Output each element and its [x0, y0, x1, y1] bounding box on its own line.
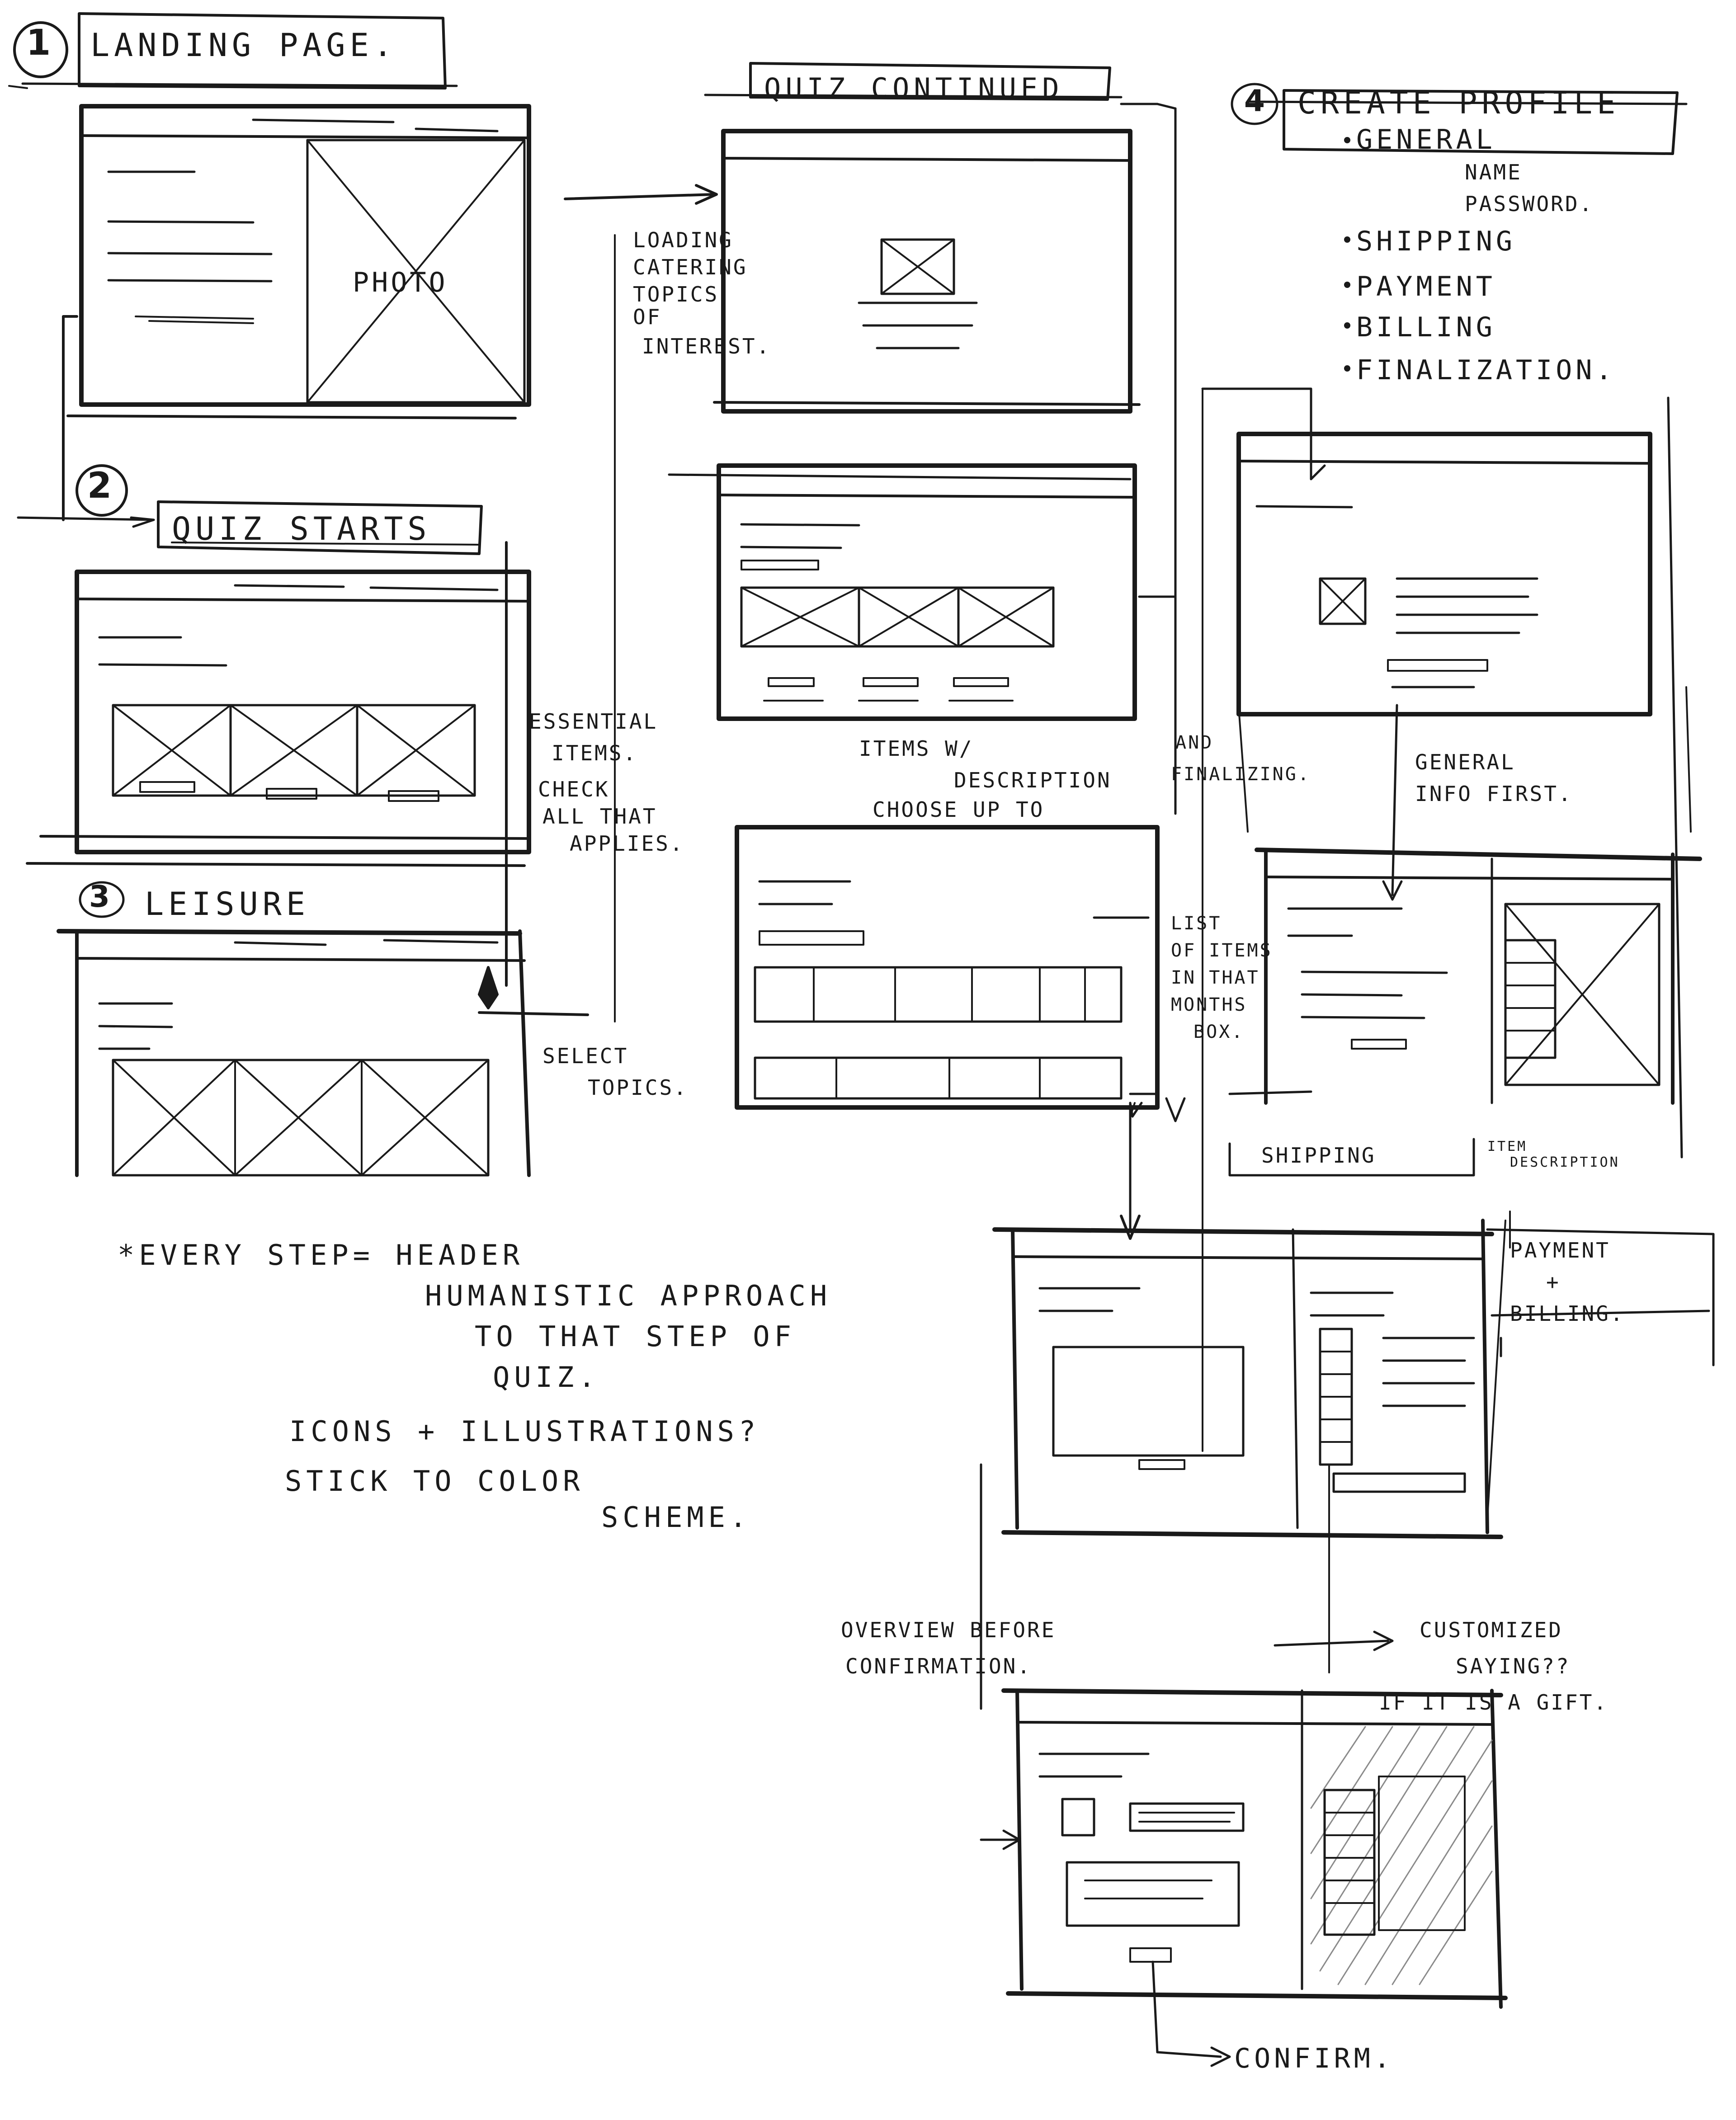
profile-item-shipping: SHIPPING: [1356, 226, 1516, 257]
annotation-line: INTEREST.: [642, 334, 771, 358]
wireframe-quiz-starts: [17, 500, 531, 867]
wireframe-payment-billing: [980, 1102, 1715, 1710]
annotation-line: OF: [633, 305, 662, 329]
profile-item-finalization: FINALIZATION.: [1356, 354, 1616, 386]
annotation-line: ITEMS W/: [859, 736, 974, 761]
step-number-3-circle: [79, 881, 125, 918]
annotation-line: BOX.: [1194, 1022, 1245, 1042]
annotation-line: AND: [1175, 732, 1214, 753]
header-leisure: LEISURE: [145, 886, 310, 923]
note-line: QUIZ.: [493, 1361, 600, 1394]
step-number-1-circle: [13, 21, 68, 78]
note-line: SCHEME.: [601, 1501, 751, 1534]
annotation-line: CUSTOMIZED: [1420, 1618, 1563, 1642]
annotation-line: BILLING.: [1510, 1301, 1625, 1326]
annotation-line: ITEM: [1487, 1139, 1528, 1154]
annotation-line: CONFIRMATION.: [845, 1654, 1032, 1678]
annotation-line: LOADING: [633, 228, 733, 252]
annotation-line: INFO FIRST.: [1415, 782, 1573, 806]
stray-marks: [8, 85, 1692, 1520]
wireframe-quiz-continued: [564, 62, 1177, 1022]
wireframe-essential-items: [668, 463, 1177, 721]
annotation-line: OF ITEMS: [1171, 940, 1273, 961]
annotation-shipping: SHIPPING: [1261, 1143, 1376, 1168]
annotation-line: LIST: [1171, 913, 1222, 934]
annotation-line: DESCRIPTION: [1510, 1154, 1620, 1170]
annotation-confirm: CONFIRM.: [1234, 2043, 1394, 2074]
profile-item-payment: PAYMENT: [1356, 271, 1496, 302]
profile-item-general: GENERAL: [1356, 124, 1496, 155]
annotation-line: ITEMS.: [552, 741, 638, 765]
annotation-line: CHECK: [538, 777, 610, 801]
annotation-line: CHOOSE UP TO: [873, 797, 1045, 822]
annotation-line: TOPICS.: [588, 1075, 688, 1100]
annotation-line: OVERVIEW BEFORE: [841, 1618, 1056, 1642]
note-line: TO THAT STEP OF: [475, 1320, 796, 1353]
step-number-4-circle: [1231, 83, 1278, 125]
annotation-line: SAYING??: [1456, 1654, 1571, 1678]
annotation-line: IN THAT: [1171, 967, 1260, 988]
note-line: STICK TO COLOR: [285, 1465, 585, 1498]
profile-item-billing: BILLING: [1356, 311, 1496, 343]
note-line: HUMANISTIC APPROACH: [425, 1279, 832, 1312]
annotation-line: ESSENTIAL: [529, 709, 658, 734]
step-number-4: 4: [1244, 84, 1265, 118]
connector-left: [62, 315, 589, 1016]
annotation-line: TOPICS: [633, 282, 719, 306]
header-create-profile: CREATE PROFILE: [1297, 85, 1620, 121]
wireframe-leisure: [57, 929, 531, 1177]
annotation-line: MONTHS: [1171, 994, 1247, 1015]
profile-item-name: NAME: [1465, 160, 1522, 184]
wireframe-landing-page: [21, 12, 531, 419]
wireframe-overview-confirmation: [980, 1630, 1508, 2067]
wireframe-general-info: [1228, 704, 1702, 1177]
annotation-line: PAYMENT: [1510, 1238, 1610, 1263]
annotation-line: DESCRIPTION: [954, 768, 1112, 792]
header-quiz-continued: QUIZ CONTINUED: [764, 72, 1064, 105]
note-line: *EVERY STEP= HEADER: [118, 1239, 524, 1272]
header-landing-page: LANDING PAGE.: [90, 27, 397, 64]
annotation-line: APPLIES.: [570, 831, 684, 856]
profile-list-bullets: [1344, 137, 1350, 372]
annotation-line: GENERAL: [1415, 750, 1515, 774]
note-line: ICONS + ILLUSTRATIONS?: [289, 1415, 760, 1448]
annotation-line: IF IT IS A GIFT.: [1379, 1690, 1609, 1715]
wireframe-monthly-box-list: [735, 825, 1186, 1122]
annotation-line: ALL THAT: [542, 804, 657, 829]
header-quiz-starts: QUIZ STARTS: [172, 510, 431, 547]
step-number-2: 2: [87, 466, 112, 506]
annotation-line: +: [1546, 1270, 1561, 1294]
photo-label: PHOTO: [353, 267, 448, 298]
profile-item-password: PASSWORD.: [1465, 192, 1594, 216]
annotation-line: SELECT: [542, 1044, 629, 1068]
step-number-2-circle: [75, 464, 128, 517]
annotation-line: FINALIZING.: [1171, 764, 1311, 785]
annotation-line: CATERING: [633, 255, 748, 279]
wireframe-create-profile: [1201, 89, 1688, 1452]
step-number-1: 1: [26, 23, 51, 63]
